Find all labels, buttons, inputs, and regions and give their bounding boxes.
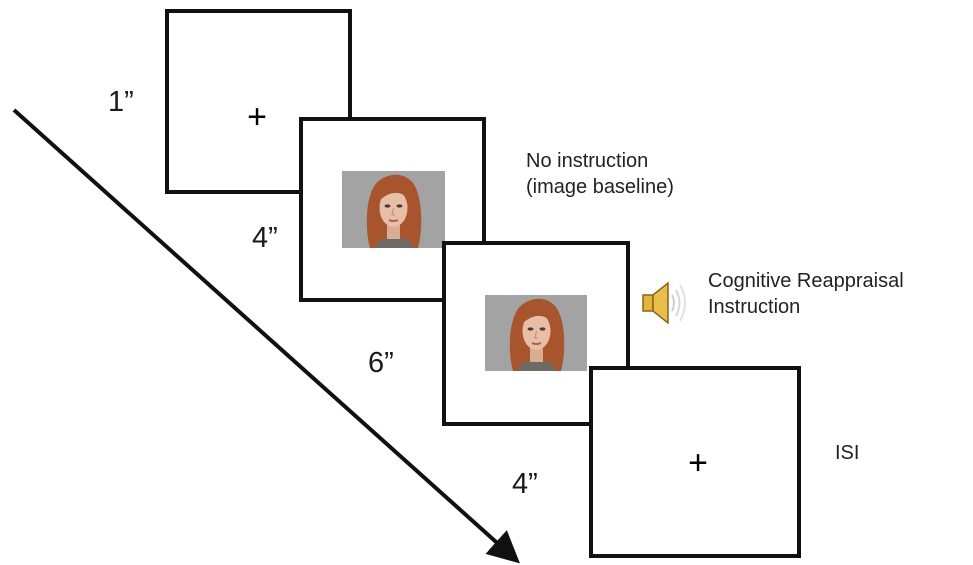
stage-label-reappraisal: Cognitive Reappraisal Instruction	[708, 268, 904, 320]
face-photo	[485, 295, 587, 371]
stage-label-line: (image baseline)	[526, 176, 674, 198]
duration-label: 4”	[252, 222, 278, 254]
fixation-cross: +	[688, 444, 708, 482]
duration-label: 6”	[368, 347, 394, 379]
stage-label-line: No instruction	[526, 150, 649, 172]
time-arrow-line	[12, 108, 520, 564]
stage-label-isi: ISI	[835, 440, 859, 466]
isi-screen: +	[589, 366, 801, 558]
face-photo	[342, 171, 445, 248]
stage-label-line: Instruction	[708, 296, 801, 318]
speaker-icon	[640, 278, 692, 328]
duration-label: 1”	[108, 86, 134, 118]
duration-label: 4”	[512, 468, 538, 500]
stage-label-line: ISI	[835, 442, 860, 464]
stage-label-no-instruction: No instruction (image baseline)	[526, 148, 674, 200]
fixation-cross: +	[247, 98, 267, 136]
stage-label-line: Cognitive Reappraisal	[708, 270, 904, 292]
